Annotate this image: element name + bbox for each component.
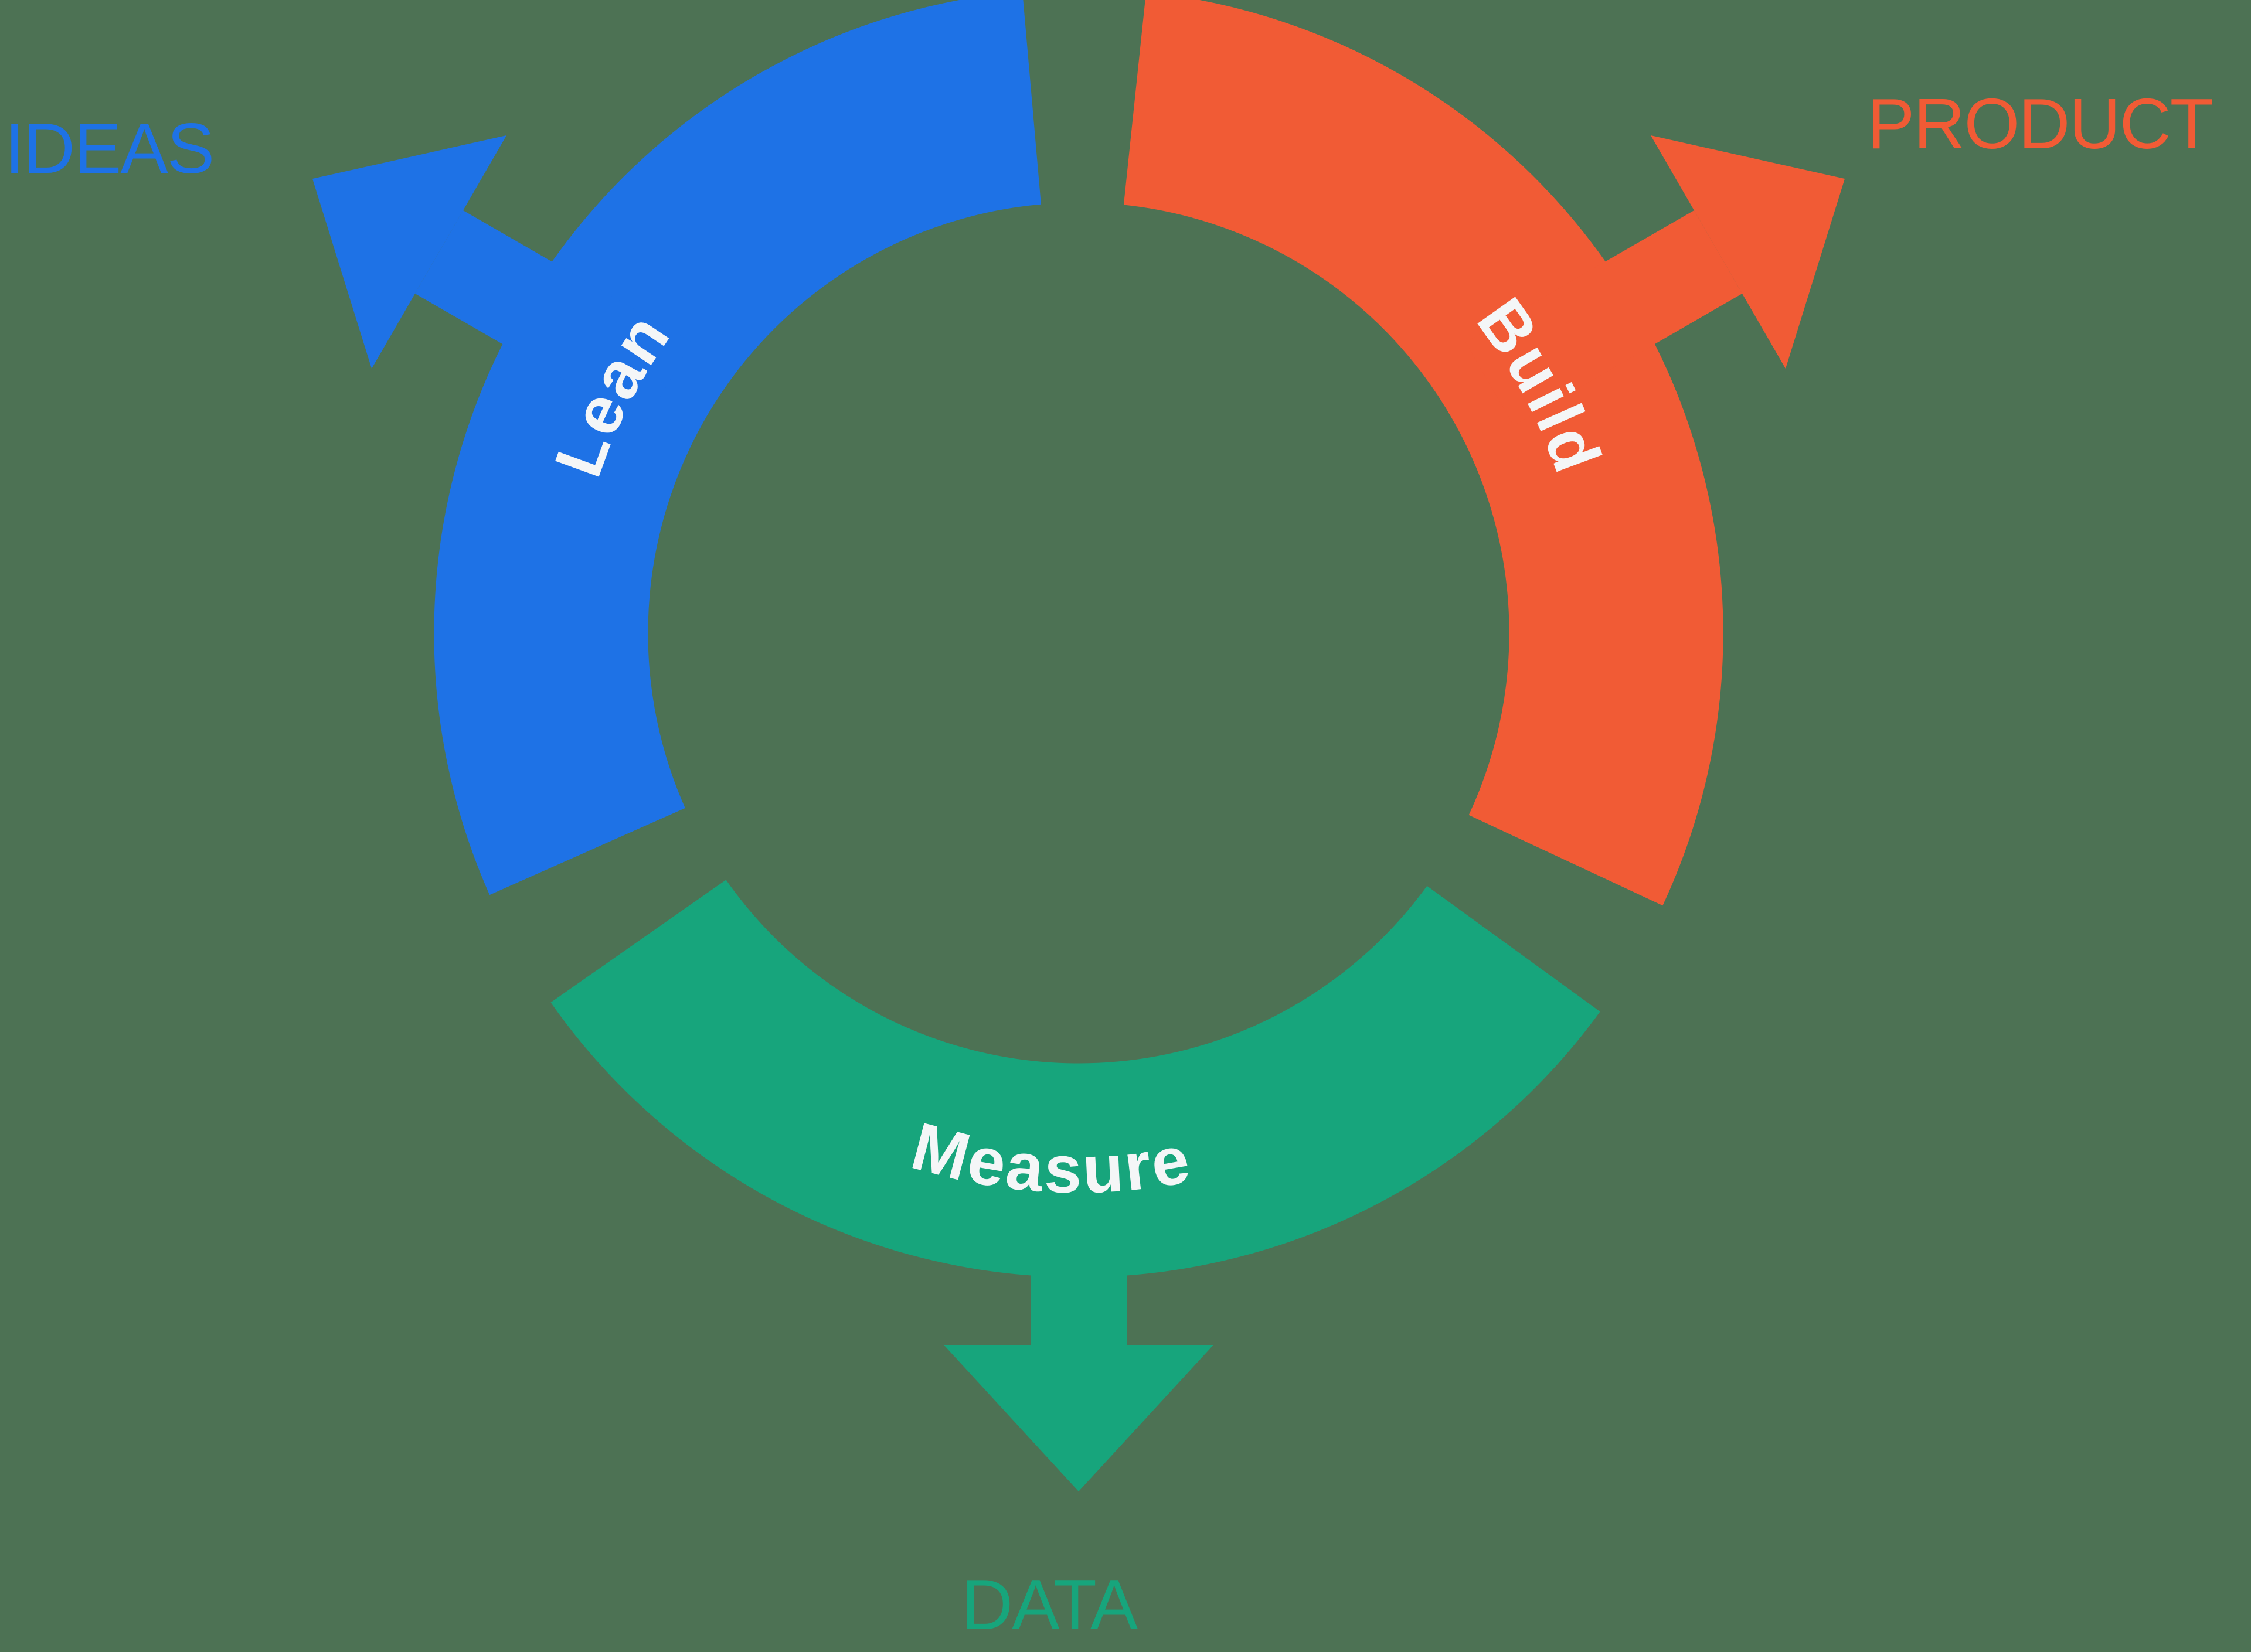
measure-arc	[550, 879, 1600, 1278]
data-label: DATA	[961, 1565, 1138, 1644]
ideas-label: IDEAS	[5, 108, 213, 188]
data-arrow-icon	[944, 1201, 1213, 1491]
measure-segment: Measure DATA	[550, 879, 1600, 1644]
ideas-arrow-icon	[312, 135, 692, 425]
product-arrow-head	[1651, 135, 1845, 369]
data-arrow-head	[944, 1345, 1213, 1491]
ideas-arrow-head	[312, 135, 506, 369]
product-arrow-icon	[1465, 135, 1845, 425]
product-arrow-shaft	[1465, 210, 1742, 425]
product-label: PRODUCT	[1867, 84, 2212, 164]
ideas-arrow-shaft	[415, 210, 692, 425]
lean-segment: Lean IDEAS	[5, 0, 1042, 895]
data-arrow-shaft	[1031, 1201, 1127, 1345]
build-segment: Build PRODUCT	[1123, 0, 2213, 906]
